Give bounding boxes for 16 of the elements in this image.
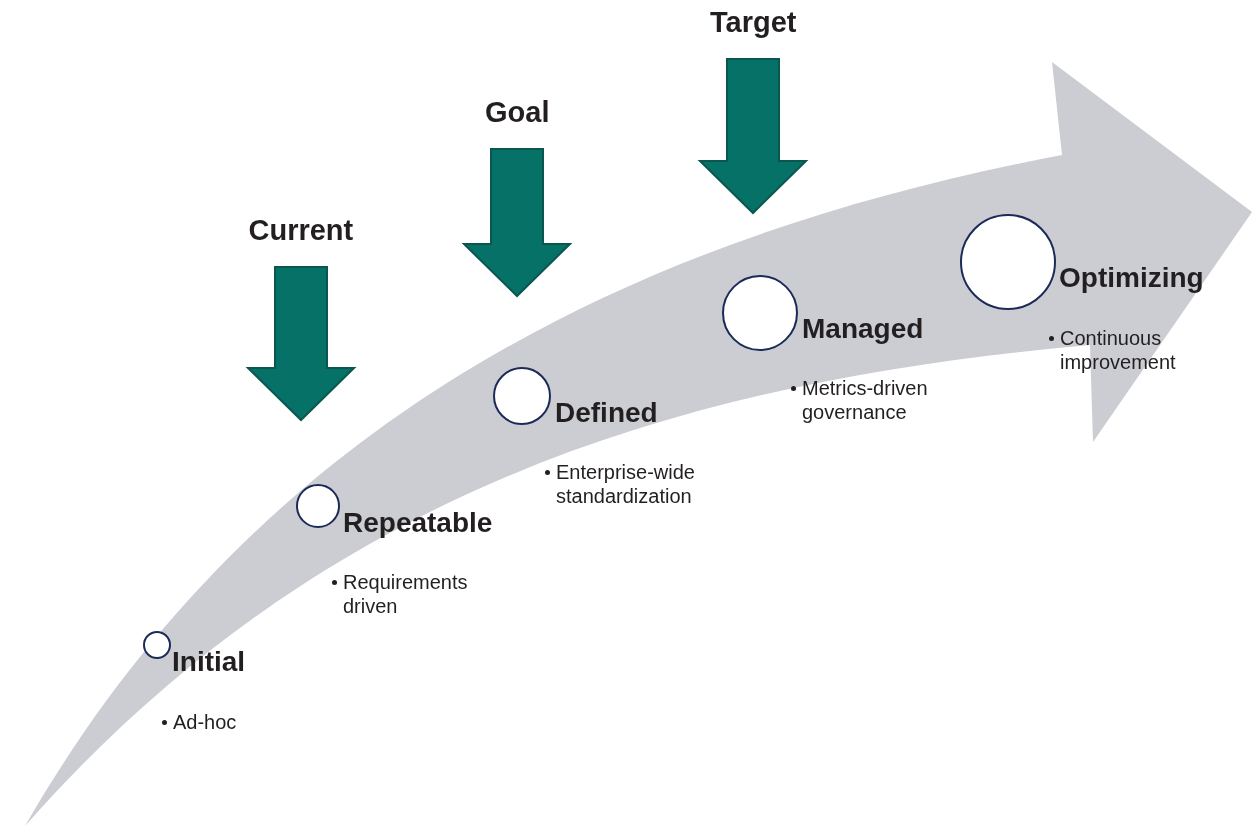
- stage-title: Managed: [802, 312, 924, 346]
- marker-label: Target: [710, 5, 797, 39]
- marker-label: Goal: [485, 95, 550, 129]
- bullet-text: Metrics-driven governance: [802, 377, 928, 423]
- block-arrow: [461, 148, 573, 298]
- bullet-text: Requirements driven: [343, 571, 468, 617]
- stage-title: Initial: [172, 645, 246, 679]
- bullet-text: Continuous improvement: [1060, 327, 1176, 373]
- stage-title: Defined: [555, 396, 658, 430]
- stage-title: Optimizing: [1059, 261, 1204, 295]
- block-arrow: [245, 266, 357, 422]
- bullet-text: Ad-hoc: [173, 711, 237, 733]
- block-arrow: [697, 58, 809, 215]
- marker-label: Current: [248, 213, 354, 247]
- stage-title: Repeatable: [343, 506, 493, 540]
- bullet-text: Enterprise-wide standardization: [556, 461, 695, 507]
